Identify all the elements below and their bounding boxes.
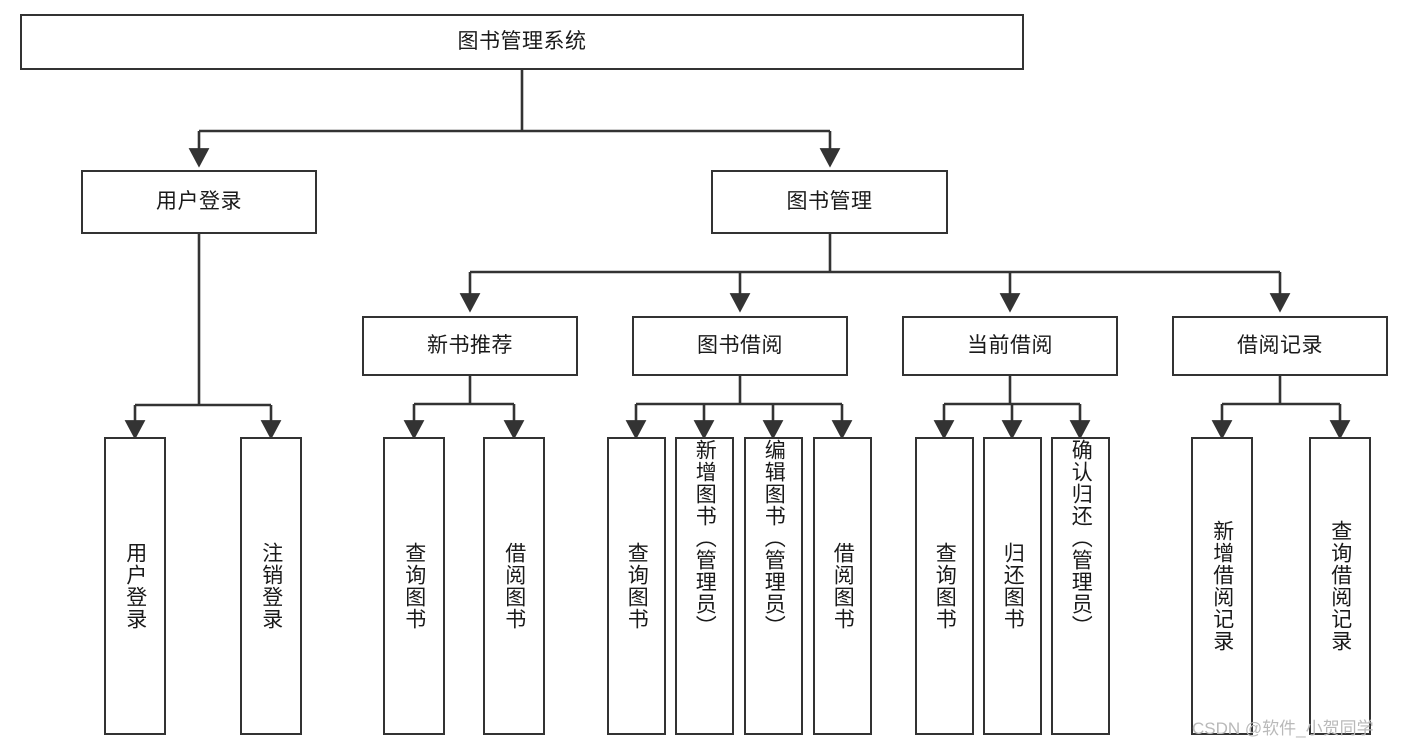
node-current-borrow[interactable]: 当前借阅 [902, 316, 1118, 376]
node-label: 借阅记录 [1237, 334, 1323, 358]
leaf-book-borrow-add-book-admin[interactable]: 新增图书（管理员） [675, 437, 734, 735]
leaf-user-login-logout[interactable]: 注销登录 [240, 437, 302, 735]
node-label: 查询图书 [402, 542, 426, 630]
node-label: 新书推荐 [427, 334, 513, 358]
node-label: 注销登录 [259, 542, 283, 630]
node-user-login[interactable]: 用户登录 [81, 170, 317, 234]
node-label: 图书管理 [786, 190, 873, 214]
leaf-user-login-login[interactable]: 用户登录 [104, 437, 166, 735]
node-borrow-record[interactable]: 借阅记录 [1172, 316, 1388, 376]
node-new-book-recommend[interactable]: 新书推荐 [362, 316, 578, 376]
node-label: 编辑图书（管理员） [762, 439, 786, 637]
node-label: 用户登录 [156, 190, 242, 214]
leaf-book-borrow-borrow-books[interactable]: 借阅图书 [813, 437, 872, 735]
leaf-borrow-record-query-record[interactable]: 查询借阅记录 [1309, 437, 1371, 735]
node-label: 借阅图书 [502, 542, 526, 630]
node-label: 新增图书（管理员） [693, 439, 717, 637]
csdn-watermark: CSDN @软件_小贺同学 [1192, 719, 1374, 738]
node-label: 图书借阅 [697, 334, 783, 358]
node-label: 借阅图书 [831, 542, 855, 630]
leaf-current-borrow-return-books[interactable]: 归还图书 [983, 437, 1042, 735]
node-book-management[interactable]: 图书管理 [711, 170, 948, 234]
node-book-borrow[interactable]: 图书借阅 [632, 316, 848, 376]
leaf-book-borrow-edit-book-admin[interactable]: 编辑图书（管理员） [744, 437, 803, 735]
node-label: 归还图书 [1001, 542, 1025, 630]
leaf-current-borrow-query-books[interactable]: 查询图书 [915, 437, 974, 735]
leaf-borrow-record-add-record[interactable]: 新增借阅记录 [1191, 437, 1253, 735]
node-label: 查询借阅记录 [1328, 520, 1352, 652]
node-root-book-management-system[interactable]: 图书管理系统 [20, 14, 1024, 70]
leaf-new-book-query-books[interactable]: 查询图书 [383, 437, 445, 735]
node-label: 图书管理系统 [457, 30, 587, 54]
node-label: 用户登录 [123, 542, 147, 630]
leaf-book-borrow-query-books[interactable]: 查询图书 [607, 437, 666, 735]
node-label: 当前借阅 [967, 334, 1053, 358]
leaf-current-borrow-confirm-return-admin[interactable]: 确认归还（管理员） [1051, 437, 1110, 735]
node-label: 查询图书 [625, 542, 649, 630]
leaf-new-book-borrow-books[interactable]: 借阅图书 [483, 437, 545, 735]
node-label: 查询图书 [933, 542, 957, 630]
node-label: 新增借阅记录 [1210, 520, 1234, 652]
node-label: 确认归还（管理员） [1069, 439, 1093, 637]
